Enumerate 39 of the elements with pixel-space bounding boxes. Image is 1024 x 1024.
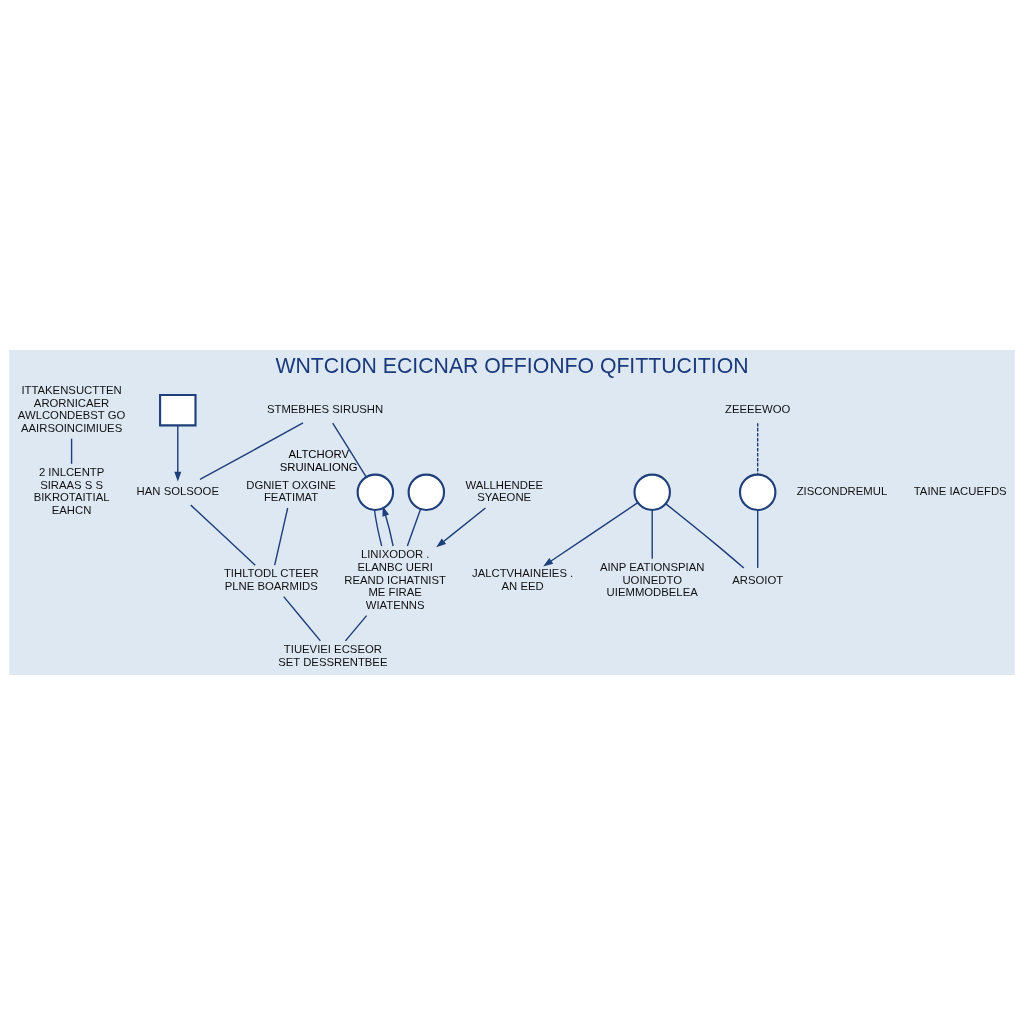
node-text: ITTAKENSUCTTEN ARORNICAER AWLCONDEBST GO AAIRSOINCIMIUES [17,383,126,434]
node-label: ALTCHORV SRUINALIONG [279,447,358,473]
node-circle [633,473,671,511]
node-text: JALCTVHAINEIES . AN EED [472,566,574,592]
node-text: DGNIET OXGINE FEATIMAT [246,478,336,503]
connector [199,421,304,480]
connector [373,508,383,547]
node-box [159,393,197,426]
connector [406,508,422,547]
node-circle [407,473,446,511]
connector [757,421,759,475]
node-text: LINIXODOR . ELANBC UERI REAND ICHATNIST ME FIRAE WIATENNS [344,547,446,611]
connector [651,508,653,560]
connector [757,508,759,569]
node-text: ARSOIOT [732,573,784,586]
connector [190,503,256,566]
node-text: STMEBHES SIRUSHN [266,402,384,415]
node-text: ZISCONDREMUL [796,484,888,497]
connector [332,421,367,478]
arrow [543,501,639,566]
node-text: WALLHENDEE SYAEONE [465,478,543,503]
connector [283,595,322,642]
node-text: ZEEEEWOO [725,402,791,415]
node-text: TIUEVIEI ECSEOR SET DESSRENTBEE [278,642,388,668]
node-text: AINP EATIONSPIAN UOINEDTO UIEMMODBELEA [599,560,705,598]
arrow [382,505,394,547]
node-circle [738,473,777,511]
arrow [436,506,487,547]
node-circle [356,473,395,511]
node-text: 2 INLCENTP SIRAAS S S BIKROTAITIAL EAHCN [33,465,110,516]
node-text: TAINE IACUEFDS [913,484,1007,497]
node-text: TIHLTODL CTEER PLNE BOARMIDS [223,566,319,592]
diagram-title: WNTCION ECICNAR OFFIONFO QFITTUCITION [275,353,749,378]
node-text: HAN SOLSOOE [136,484,219,497]
arrow [174,424,182,482]
connector [665,502,745,569]
connector [274,506,289,566]
connector [344,614,368,642]
connector [70,437,73,464]
